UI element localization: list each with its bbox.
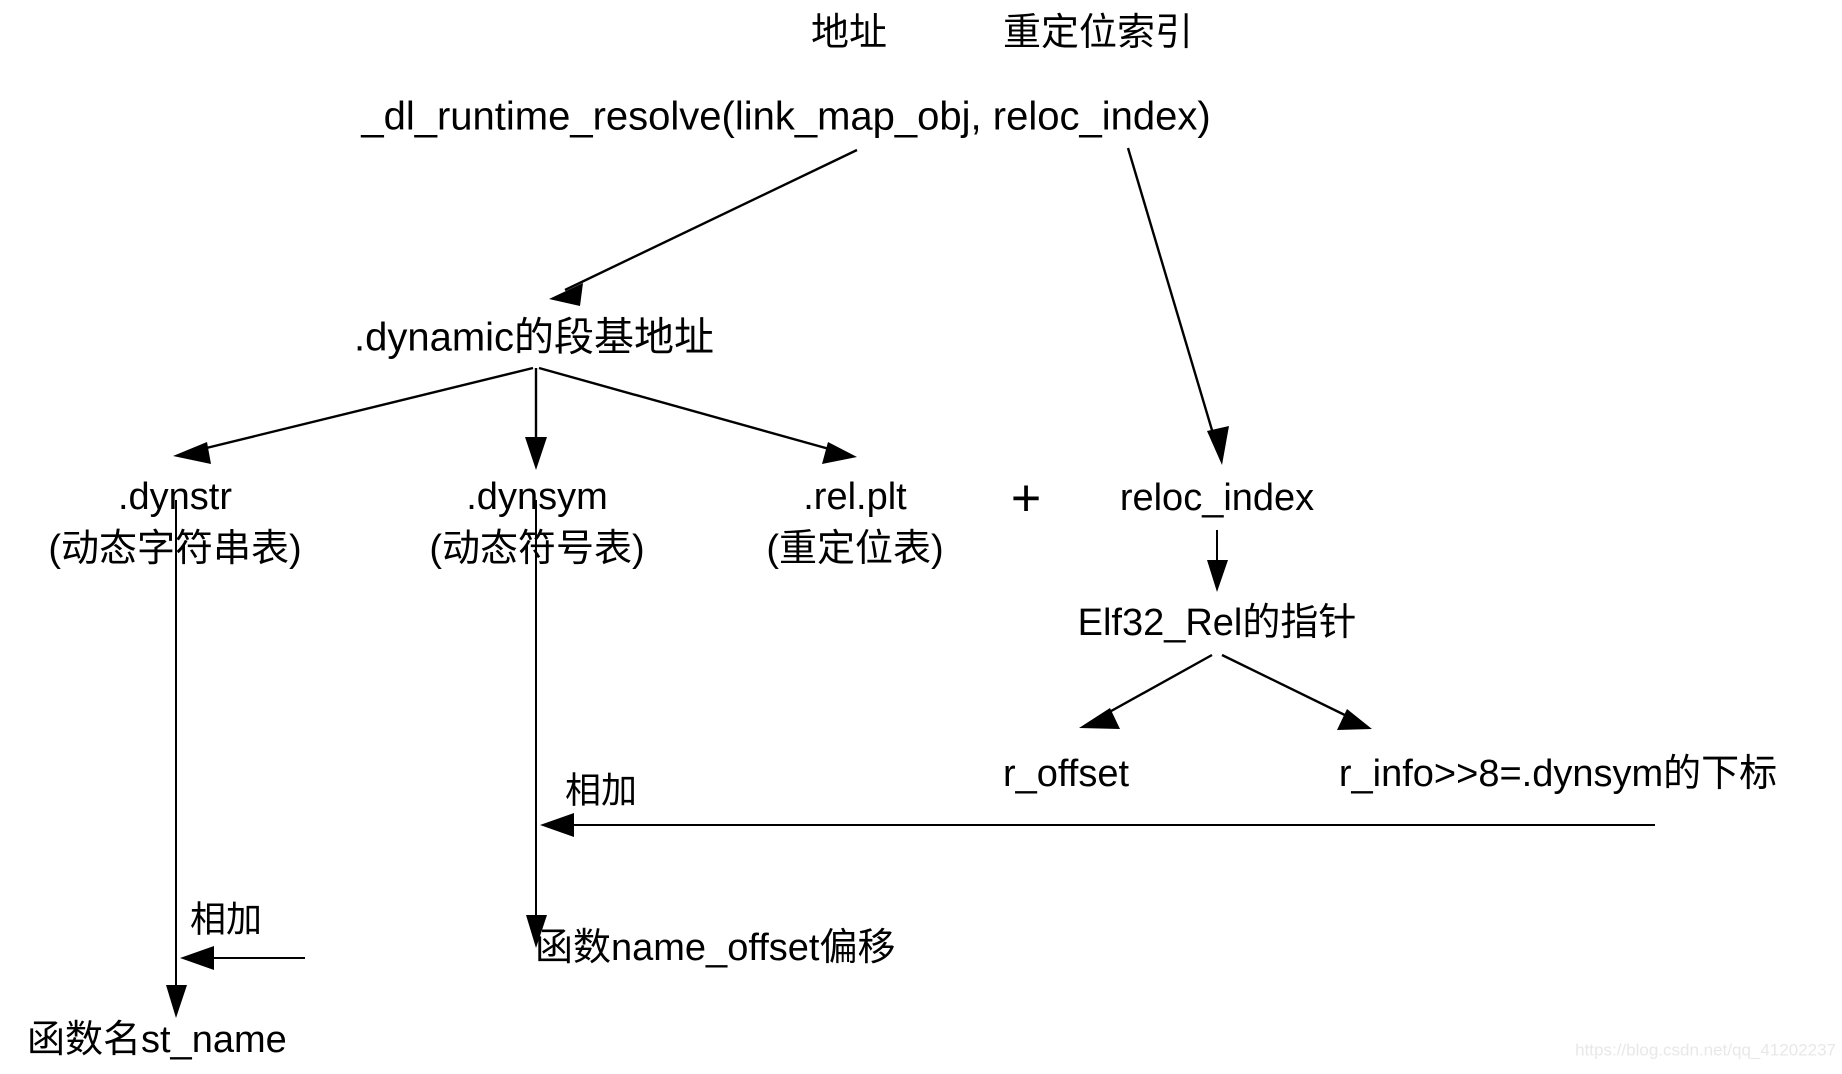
node-dynsym-desc: (动态符号表) bbox=[429, 528, 644, 570]
edge-label-add-dynsym: 相加 bbox=[565, 770, 637, 811]
node-r-offset: r_offset bbox=[1003, 753, 1129, 795]
node-reloc-index: reloc_index bbox=[1120, 477, 1314, 519]
edge-rinfo-to-dynsym bbox=[540, 813, 1655, 837]
annotation-address: 地址 bbox=[811, 12, 887, 54]
node-st-name: 函数名st_name bbox=[27, 1019, 287, 1061]
node-r-info: r_info>>8=.dynsym的下标 bbox=[1339, 753, 1777, 795]
node-name-offset: 函数name_offset偏移 bbox=[535, 927, 895, 969]
plus-operator: + bbox=[1011, 470, 1041, 528]
edge-resolve-to-relocindex bbox=[1126, 147, 1229, 465]
edge-label-add-dynstr: 相加 bbox=[190, 899, 262, 940]
edge-dynamic-to-dynsym bbox=[525, 368, 547, 470]
node-dl-runtime-resolve: _dl_runtime_resolve(link_map_obj, reloc_… bbox=[360, 95, 1210, 139]
node-relplt-desc: (重定位表) bbox=[766, 528, 943, 570]
edge-dynamic-to-relplt bbox=[538, 366, 857, 464]
node-dynsym-name: .dynsym bbox=[466, 476, 607, 518]
annotation-reloc-index: 重定位索引 bbox=[1003, 12, 1193, 54]
edge-dynsym-spine bbox=[526, 500, 547, 948]
edge-relocindex-to-elf32rel bbox=[1207, 530, 1228, 592]
edge-nameoffset-to-dynstr bbox=[180, 946, 305, 970]
edge-dynstr-spine bbox=[166, 500, 187, 1018]
edge-elf32rel-to-rinfo bbox=[1221, 653, 1372, 730]
edge-resolve-to-dynamic bbox=[549, 148, 858, 306]
node-elf32-rel-pointer: Elf32_Rel的指针 bbox=[1078, 602, 1357, 644]
node-relplt-name: .rel.plt bbox=[803, 476, 907, 518]
watermark-url: https://blog.csdn.net/qq_41202237 bbox=[1575, 1040, 1836, 1059]
edge-dynamic-to-dynstr bbox=[173, 366, 534, 464]
node-dynstr-name: .dynstr bbox=[118, 476, 232, 518]
edge-elf32rel-to-roffset bbox=[1079, 653, 1213, 729]
node-dynamic-base: .dynamic的段基地址 bbox=[354, 316, 714, 360]
node-dynstr-desc: (动态字符串表) bbox=[48, 528, 301, 570]
